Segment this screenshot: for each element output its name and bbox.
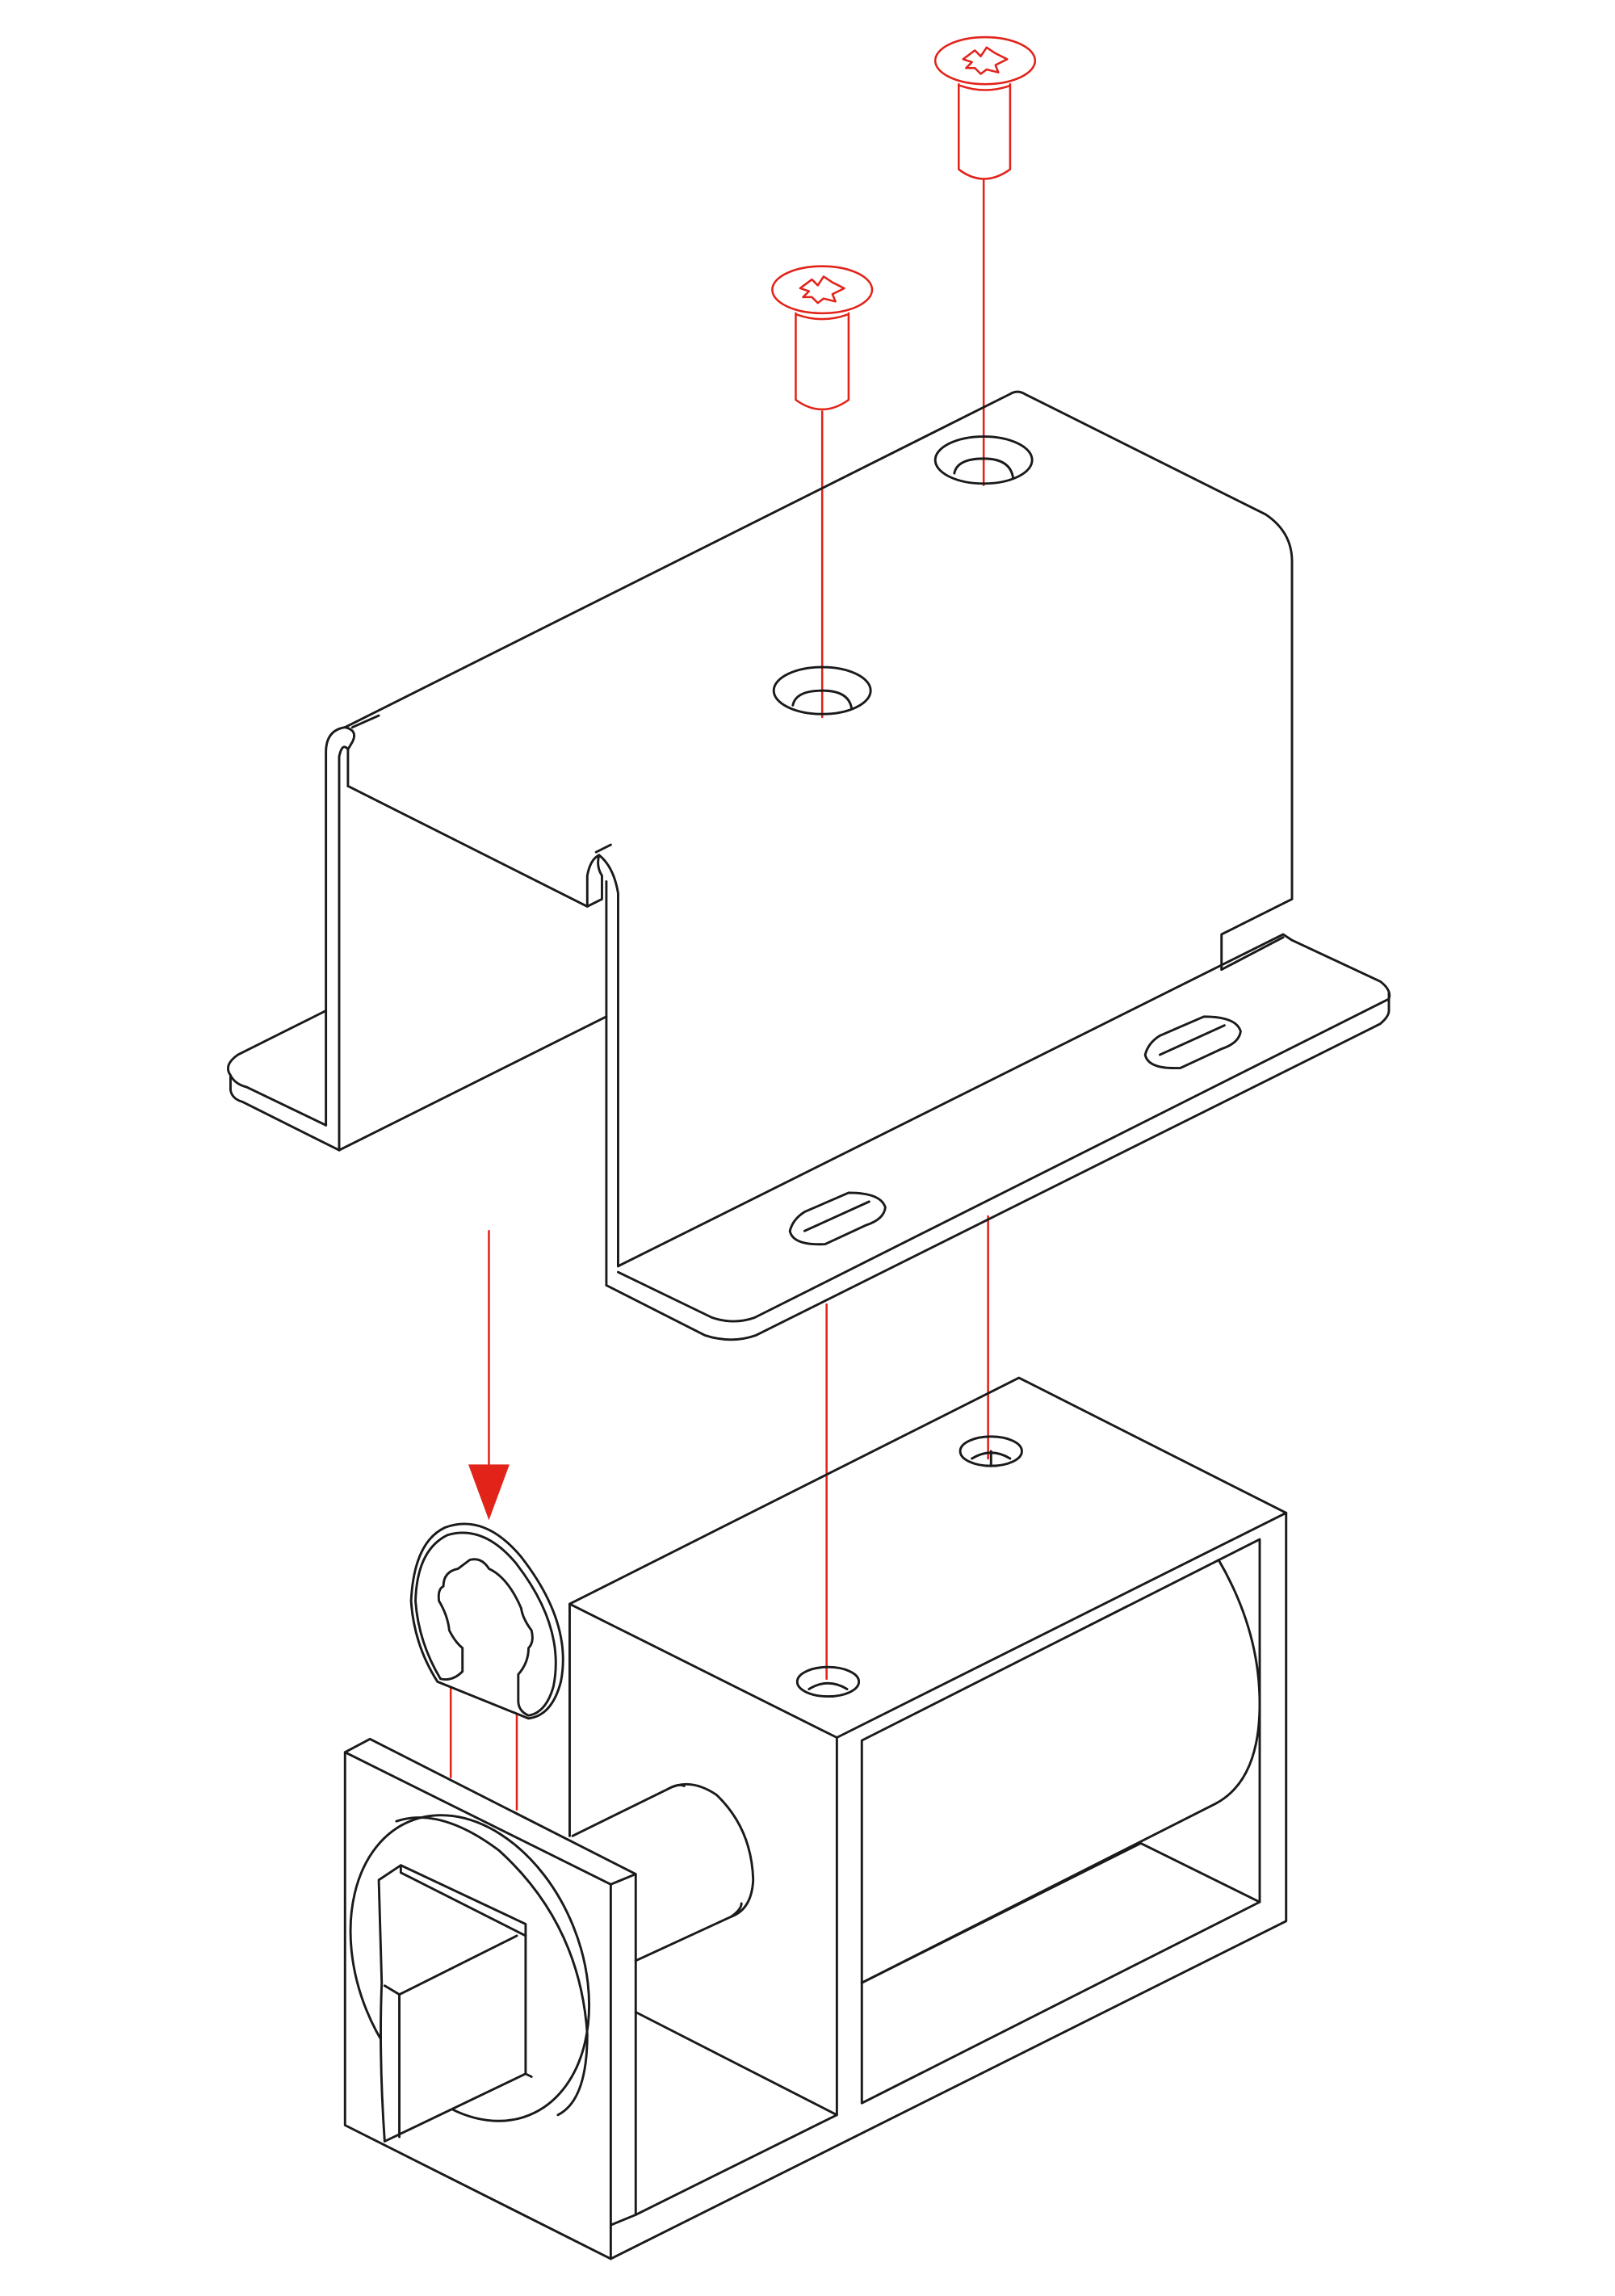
screw-1 [933,36,1037,180]
guide-lines [449,178,989,1811]
plunger [343,1737,755,2260]
solenoid [568,1376,1288,2260]
mounting-slot [1143,1015,1242,1070]
cross-drive-icon [799,275,845,304]
cross-drive-icon [962,46,1009,75]
screw-2 [771,265,874,411]
mounting-hole [795,1665,861,1698]
e-clip [409,1522,564,1720]
solenoid-window [860,1538,1261,2105]
mounting-bracket [227,390,1391,1341]
plunger-head [377,1864,527,2143]
countersunk-hole [772,665,872,716]
down-arrow-icon [468,1229,510,1521]
plunger-disk [349,1814,591,2122]
countersunk-hole [933,435,1034,485]
mounting-slot [788,1191,887,1246]
